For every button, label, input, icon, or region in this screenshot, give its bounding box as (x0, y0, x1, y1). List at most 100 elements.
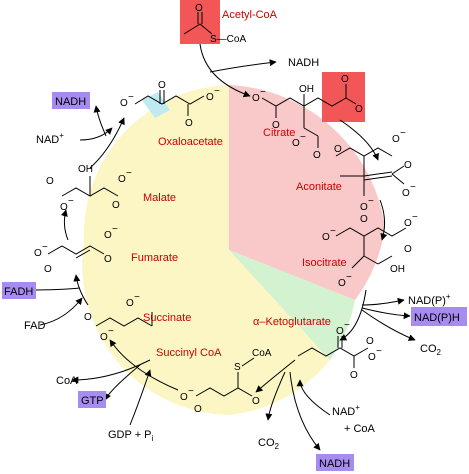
ketoglutarate-structure: O − O O O − (297, 320, 382, 381)
label-isocitrate: Isocitrate (302, 257, 347, 269)
svg-text:−: − (214, 86, 220, 97)
svg-text:−: − (112, 224, 118, 235)
nadh-top-text: NADH (55, 96, 86, 108)
coa-bottom: + CoA (344, 423, 376, 435)
svg-text:O: O (180, 392, 188, 403)
svg-text:−: − (376, 346, 382, 357)
svg-text:OH: OH (390, 264, 405, 275)
svg-text:−: − (330, 226, 336, 237)
svg-text:O: O (336, 326, 344, 337)
svg-text:−: − (42, 242, 48, 253)
svg-text:OH: OH (299, 84, 314, 95)
label-ketoglutarate: α–Ketoglutarate (253, 316, 331, 328)
nadh-out-top: NADH (288, 57, 319, 69)
label-fumarate: Fumarate (131, 252, 178, 264)
citrate-highlight (322, 72, 365, 122)
svg-text:−: − (134, 292, 140, 303)
svg-text:O: O (272, 120, 280, 131)
svg-text:−: − (108, 326, 114, 337)
aconitate-structure: O O − O − O − O (334, 128, 416, 213)
nadh-bottom-box (316, 454, 354, 471)
svg-text:O: O (60, 202, 68, 213)
fad-text: FAD (24, 320, 45, 332)
svg-text:O: O (350, 370, 358, 381)
succinyl-coa-structure: S CoA O O − O (180, 348, 272, 415)
label-citrate: Citrate (263, 127, 295, 139)
svg-text:O: O (366, 336, 374, 347)
nad-bottom: NAD+ (332, 403, 360, 418)
svg-text:O: O (360, 214, 368, 225)
cofactors: NADH NAD+ FAD CoA GDP + Pi NAD(P)+ CO2 N… (24, 57, 451, 451)
svg-text:O: O (404, 218, 412, 229)
gtp-text: GTP (81, 395, 104, 407)
svg-text:−: − (68, 196, 74, 207)
acetyl-s-coa: S—CoA (210, 34, 246, 45)
reaction-arrows (27, 43, 416, 451)
svg-text:O: O (185, 118, 193, 129)
label-malate: Malate (143, 192, 176, 204)
nadp-plus: NAD(P)+ (408, 292, 451, 307)
svg-text:O: O (402, 188, 410, 199)
svg-text:−: − (300, 132, 306, 143)
label-aconitate: Aconitate (296, 181, 342, 193)
cycle-disc (82, 85, 385, 415)
svg-text:−: − (410, 182, 416, 193)
gdp-pi: GDP + Pi (108, 429, 154, 443)
svg-text:−: − (412, 212, 418, 223)
svg-text:O: O (100, 332, 108, 343)
acetyl-highlight (180, 0, 220, 44)
co2-bottom: CO2 (258, 437, 280, 451)
wedge-pink (229, 85, 385, 300)
svg-text:−: − (126, 168, 132, 179)
svg-text:O: O (404, 244, 412, 255)
malate-structure: OH O O − O − O (46, 164, 132, 213)
nad-left: NAD+ (36, 131, 64, 146)
svg-text:O: O (104, 230, 112, 241)
svg-text:O: O (322, 232, 330, 243)
wedge-yellow (82, 85, 330, 415)
svg-text:O: O (404, 160, 412, 171)
nadph-text: NAD(P)H (414, 312, 460, 324)
svg-text:S: S (234, 362, 241, 373)
product-boxes: NADH FADH GTP NAD(P)H NADH (2, 92, 467, 471)
svg-text:−: − (128, 92, 134, 103)
svg-text:O: O (46, 176, 54, 187)
isocitrate-structure: OH O − O − O O − O (322, 212, 418, 289)
label-succinyl-coa: Succinyl CoA (156, 347, 222, 359)
svg-text:CoA: CoA (252, 348, 272, 359)
nadph-box (411, 307, 467, 326)
gtp-box (78, 391, 106, 408)
svg-text:−: − (344, 320, 350, 331)
fadh-box (2, 282, 36, 299)
svg-text:O: O (368, 352, 376, 363)
svg-text:O: O (84, 312, 92, 323)
succinate-structure: O − O − O (84, 292, 153, 343)
acetyl-coa-label: Acetyl-CoA (222, 9, 278, 21)
svg-text:O: O (104, 254, 112, 265)
citrate-structure: O − O OH O O − O O (252, 74, 363, 161)
fumarate-structure: O − O O − O (34, 224, 118, 275)
nadh-bottom-text: NADH (319, 458, 350, 470)
svg-text:−: − (400, 128, 406, 139)
svg-text:O: O (392, 134, 400, 145)
svg-text:O: O (118, 174, 126, 185)
svg-text:O: O (158, 80, 166, 91)
svg-text:O: O (292, 138, 300, 149)
oxaloacetate-structure: O O O − O − (120, 80, 220, 129)
acetyl-coa-structure: O S—CoA Acetyl-CoA (183, 3, 278, 45)
svg-text:−: − (188, 386, 194, 397)
svg-text:O: O (34, 248, 42, 259)
svg-text:O: O (206, 92, 214, 103)
label-succinate: Succinate (143, 312, 191, 324)
svg-text:O: O (355, 104, 363, 115)
svg-text:O: O (360, 202, 368, 213)
wedge-green (229, 250, 355, 360)
coa-left: CoA (56, 375, 78, 387)
wedge-cyan (142, 92, 170, 118)
svg-text:O: O (194, 404, 202, 415)
nadh-top-box (52, 92, 90, 109)
svg-text:O: O (338, 278, 346, 289)
svg-text:−: − (260, 87, 266, 98)
svg-text:O: O (341, 74, 349, 85)
